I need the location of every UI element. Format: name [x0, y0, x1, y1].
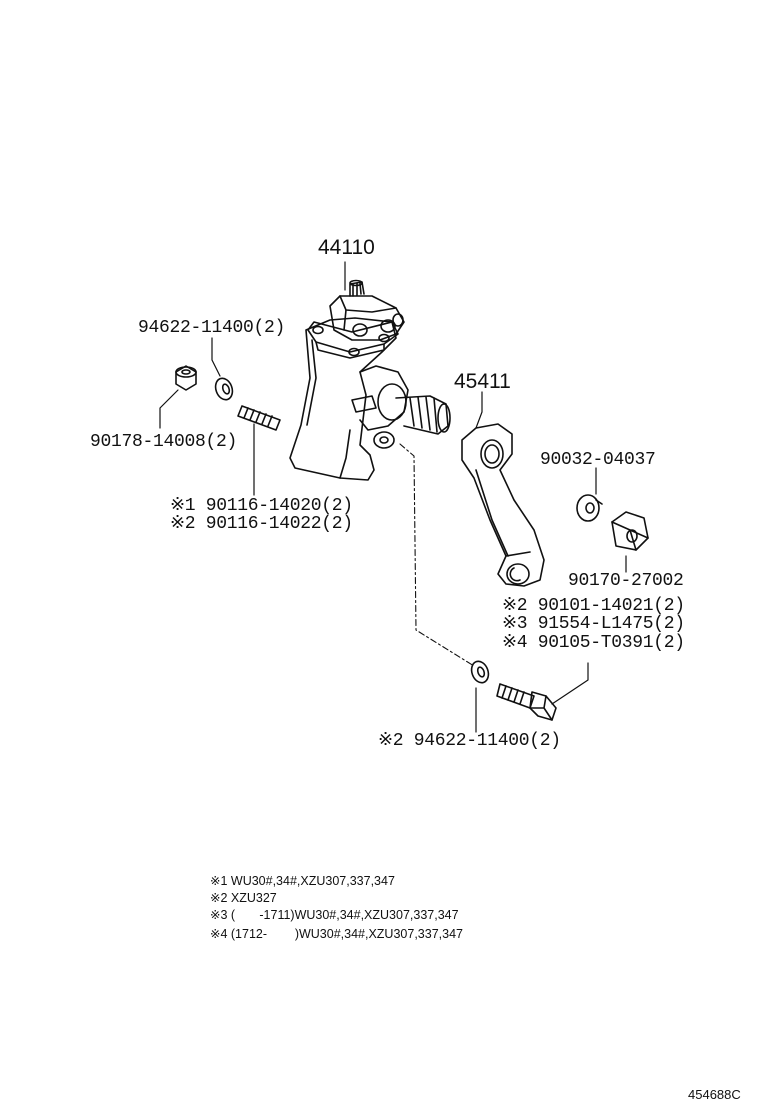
label-collar: 90178-14008(2)	[90, 432, 238, 452]
collar-part	[175, 365, 197, 391]
label-bolt-2: ※2 90101-14021(2)	[502, 596, 685, 616]
label-stud-bolt-1: ※1 90116-14020(2)	[170, 496, 353, 516]
pitman-arm-part	[461, 423, 545, 587]
label-bolt-3: ※3 91554-L1475(2)	[502, 614, 685, 634]
label-bolt-4: ※4 90105-T0391(2)	[502, 633, 685, 653]
label-lower-washer: ※2 94622-11400(2)	[378, 731, 561, 751]
label-stud-bolt-2: ※2 90116-14022(2)	[170, 514, 353, 534]
lock-washer-part	[576, 494, 603, 522]
note-3: ※3 ( -1711)WU30#,34#,XZU307,337,347	[210, 908, 459, 922]
nut-part	[611, 511, 649, 551]
lower-washer-part	[470, 660, 490, 684]
stud-bolt-part	[237, 405, 281, 431]
note-2: ※2 XZU327	[210, 891, 277, 905]
note-1: ※1 WU30#,34#,XZU307,337,347	[210, 874, 395, 888]
leader-lines	[159, 261, 627, 733]
label-gear-box: 44110	[318, 236, 375, 259]
upper-washer-part	[214, 377, 234, 401]
label-upper-washer: 94622-11400(2)	[138, 318, 286, 338]
mounting-bolt-part	[496, 683, 557, 721]
steering-gear-box-part	[289, 279, 451, 481]
label-nut: 90170-27002	[568, 571, 684, 591]
label-pitman-arm: 45411	[454, 370, 511, 393]
note-4: ※4 (1712- )WU30#,34#,XZU307,337,347	[210, 927, 463, 941]
assembly-dashed-line	[399, 443, 475, 667]
label-lock-washer: 90032-04037	[540, 450, 656, 470]
diagram-code: 454688C	[688, 1087, 741, 1102]
